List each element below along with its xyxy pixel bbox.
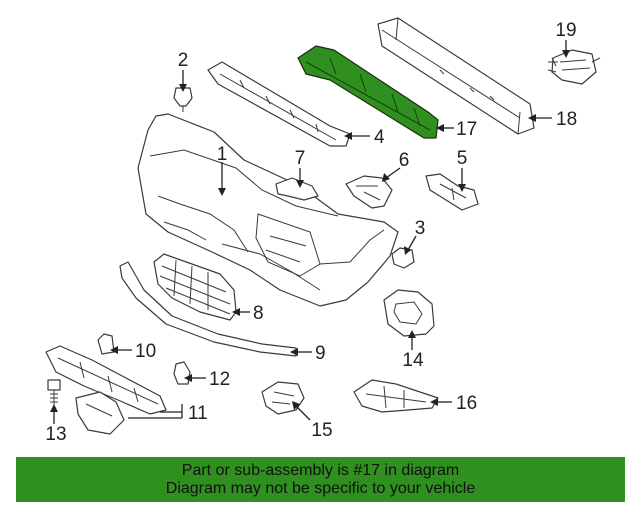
part-5-bracket[interactable] — [425, 173, 479, 211]
callout-16: 16 — [456, 393, 477, 414]
callout-7: 7 — [295, 148, 306, 169]
arrowheads — [50, 50, 570, 412]
part-18-reinforcement[interactable] — [377, 17, 535, 135]
part-7-bracket[interactable] — [275, 177, 319, 201]
callout-labels: 19 2 1 4 17 18 7 6 5 3 8 9 10 12 11 13 1… — [45, 20, 577, 445]
callout-17: 17 — [456, 119, 477, 140]
part-14-fog-bezel[interactable] — [383, 289, 435, 337]
part-16-lower-support[interactable] — [353, 379, 439, 413]
part-8-lower-grille[interactable] — [153, 253, 237, 321]
part-1-bumper-cover[interactable] — [137, 113, 399, 307]
leader-lines — [53, 40, 567, 424]
callout-18: 18 — [556, 109, 577, 130]
callout-19: 19 — [555, 20, 576, 41]
part-12-clip[interactable] — [173, 361, 191, 385]
part-4-retainer[interactable] — [207, 61, 351, 147]
callout-2: 2 — [178, 50, 189, 71]
part-17-absorber[interactable] — [297, 45, 439, 139]
callout-1: 1 — [217, 144, 228, 165]
banner-line-2: Diagram may not be specific to your vehi… — [165, 479, 476, 497]
callout-6: 6 — [399, 150, 410, 171]
callout-11: 11 — [188, 403, 208, 424]
callout-9: 9 — [315, 343, 326, 364]
part-13-bolt[interactable] — [47, 379, 61, 408]
callout-10: 10 — [135, 341, 156, 362]
callout-15: 15 — [311, 420, 332, 441]
part-11-under-cover[interactable] — [45, 345, 167, 435]
callout-14: 14 — [402, 350, 424, 371]
part-19-bracket[interactable] — [547, 49, 601, 85]
callout-12: 12 — [209, 369, 230, 390]
part-3-clip[interactable] — [391, 247, 415, 269]
part-2-clip[interactable] — [173, 87, 193, 112]
banner-line-1: Part or sub-assembly is #17 in diagram — [181, 461, 460, 479]
callout-5: 5 — [457, 148, 468, 169]
callout-8: 8 — [253, 303, 264, 324]
part-6-bracket[interactable] — [345, 175, 393, 209]
callout-3: 3 — [415, 218, 426, 239]
info-banner: Part or sub-assembly is #17 in diagram D… — [16, 457, 625, 502]
callout-4: 4 — [374, 127, 385, 148]
part-10-clip[interactable] — [97, 333, 115, 355]
callout-13: 13 — [45, 424, 66, 445]
parts-diagram: 19 2 1 4 17 18 7 6 5 3 8 9 10 12 11 13 1… — [45, 17, 601, 445]
part-15-bracket[interactable] — [261, 381, 305, 415]
